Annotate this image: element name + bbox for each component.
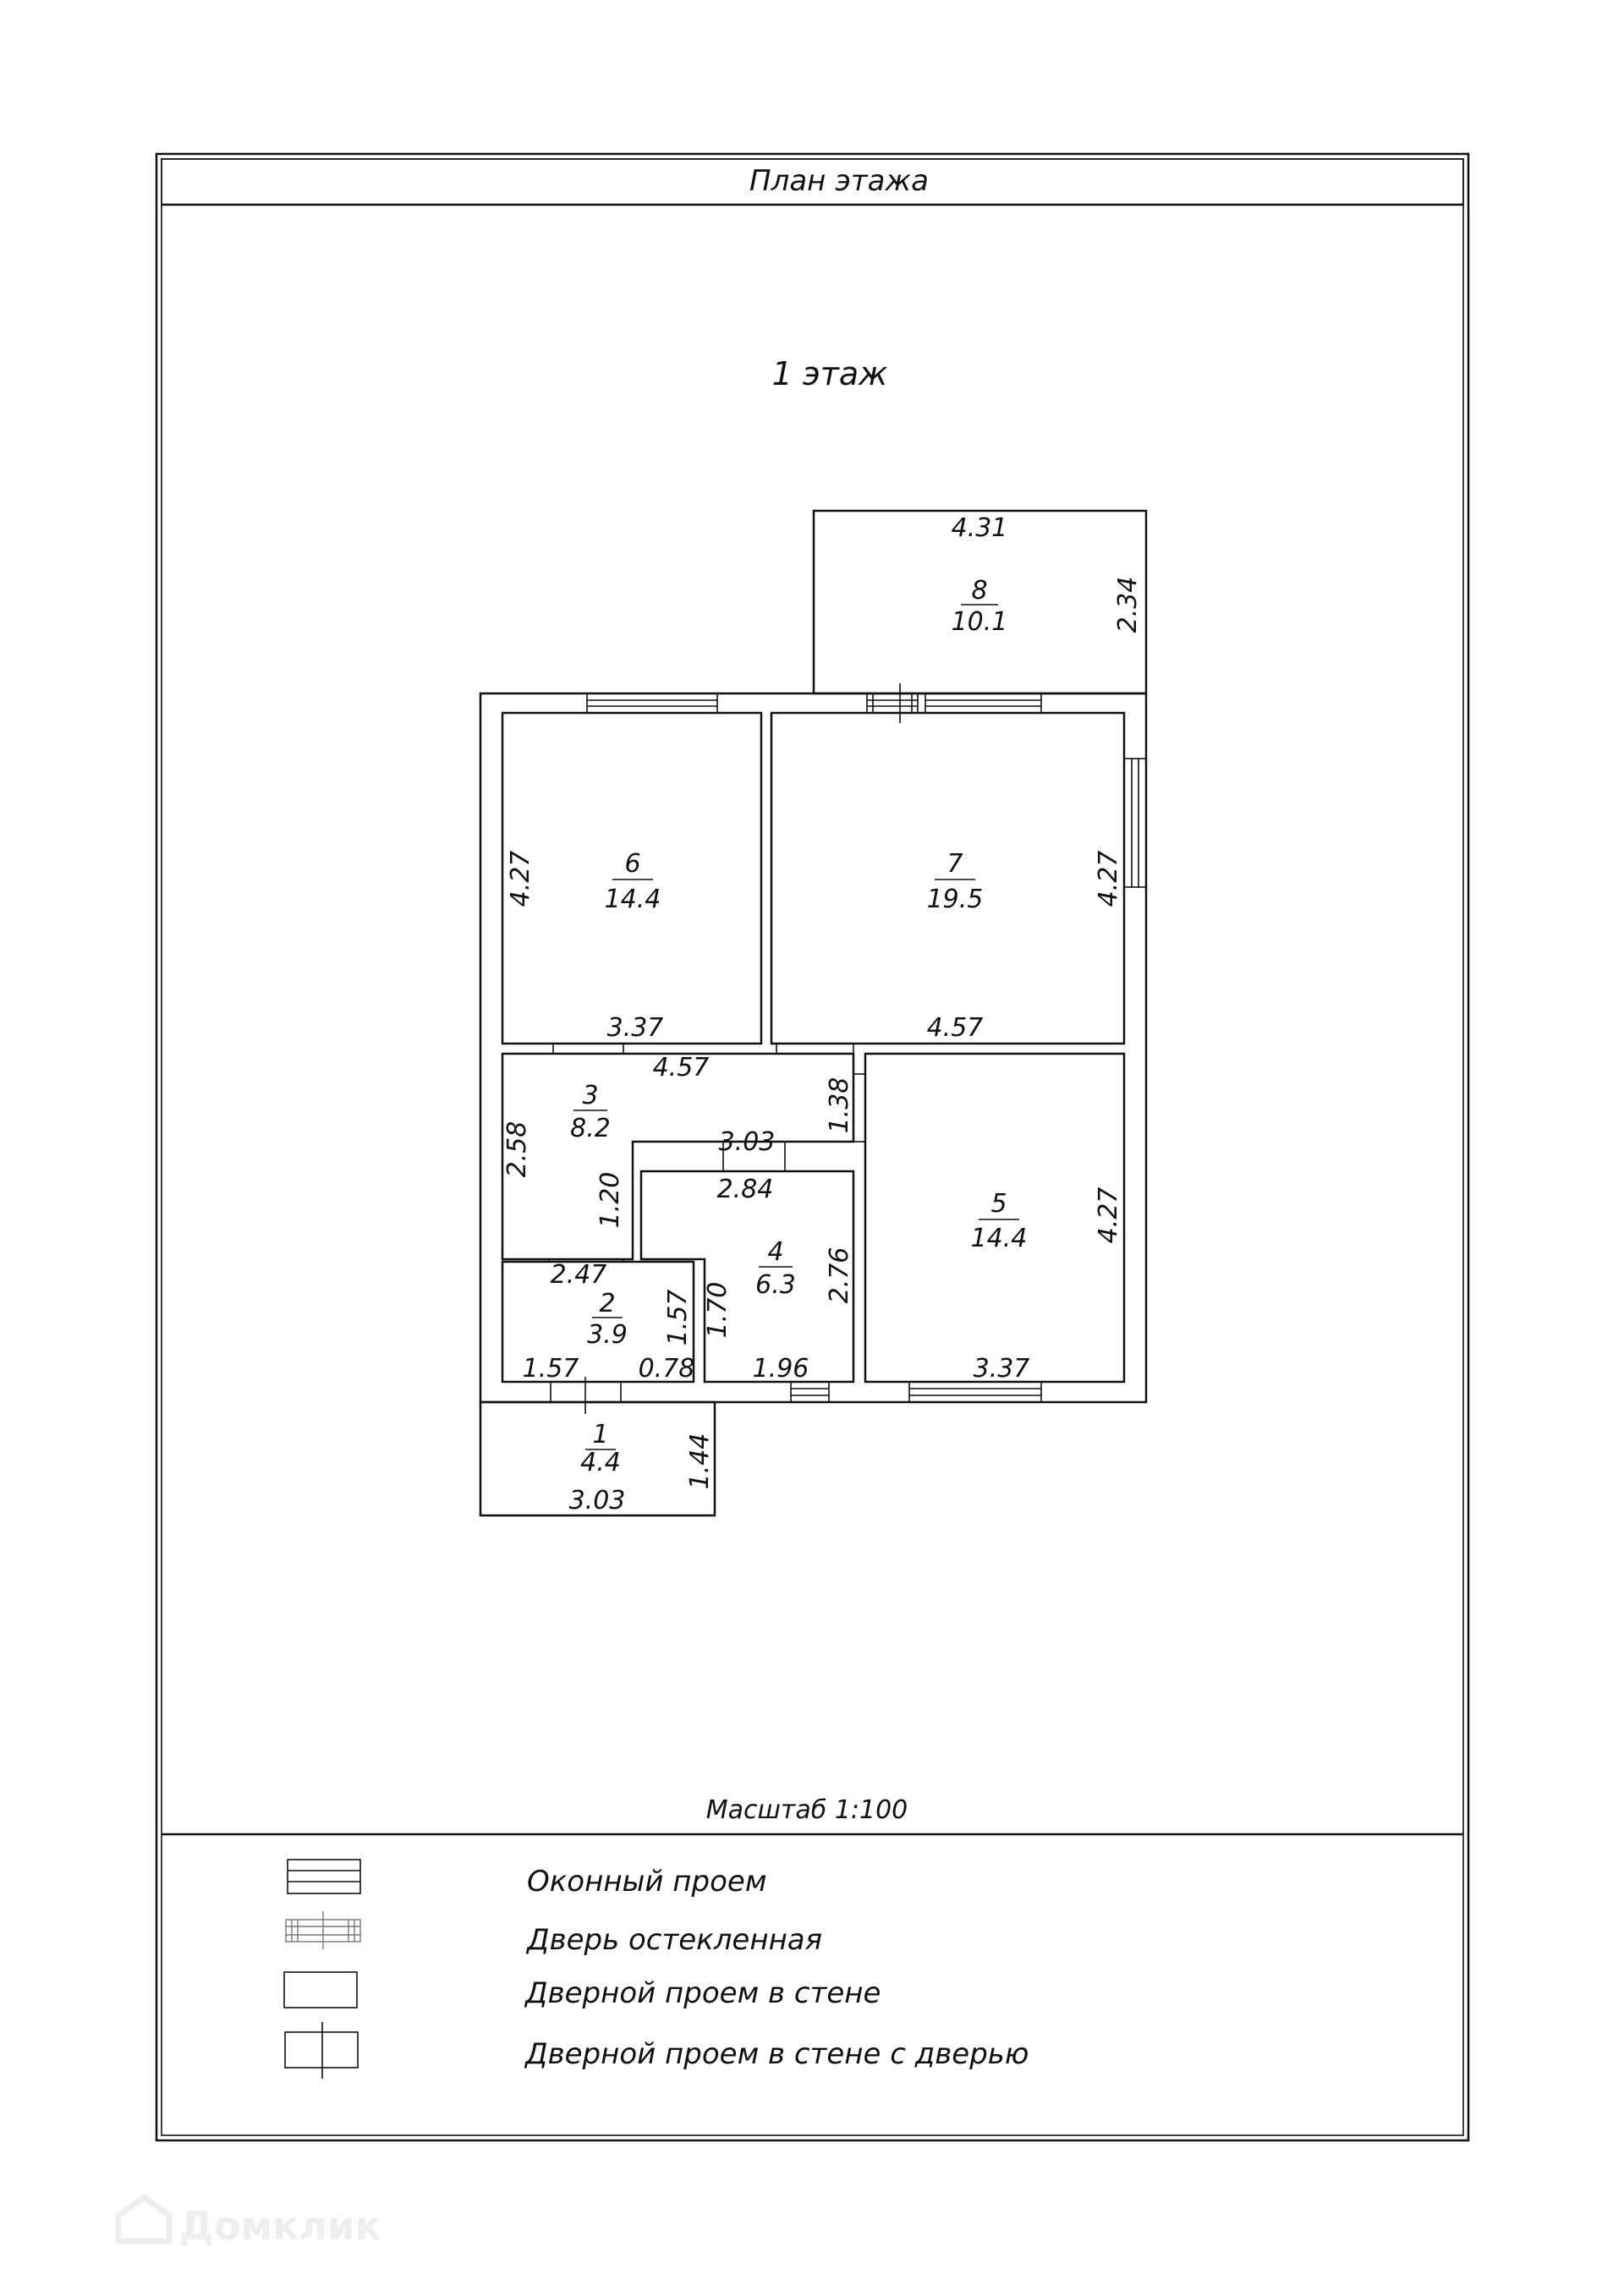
room-4-right: 2.76 [825,1247,854,1304]
room-3-number: 3 [582,1081,598,1110]
room-6-height: 4.27 [506,851,535,907]
room-1-depth: 1.44 [685,1433,715,1490]
room-2-top: 2.47 [551,1260,607,1290]
doorway-6-3 [552,1043,624,1055]
room-3-inner: 1.20 [595,1172,625,1229]
room-4: 2.84 4 6.3 2.76 1.70 1.96 [703,1175,854,1384]
walls [479,509,1148,1517]
room-2-number: 2 [599,1289,615,1318]
room-4-top: 2.84 [717,1175,774,1204]
watermark-text: Домклик [179,2203,381,2249]
room-5: 5 14.4 4.27 3.37 [971,1187,1123,1384]
room-8-number: 8 [971,576,987,606]
room-3-top: 4.57 [653,1053,710,1082]
room-3-area: 8.2 [570,1114,611,1143]
door-opening-with-door-icon [284,2022,359,2079]
room-3-right: 1.38 [825,1077,854,1134]
entrance-door [550,1377,622,1414]
room-1: 1 4.4 1.44 3.03 [569,1420,715,1515]
room-2-right: 1.57 [663,1290,693,1346]
legend-label-door-opening: Дверной проем в стене [524,1976,881,2010]
room-1-width: 3.03 [569,1486,626,1515]
window-opening-icon [287,1859,361,1894]
glazed-door-icon [285,1911,361,1949]
doorway-3-5 [853,1073,866,1143]
room-5-area: 14.4 [971,1224,1028,1253]
room-2-outline [501,1260,695,1384]
room-4-outline [639,1170,855,1384]
room-7-number: 7 [946,849,963,879]
scale-label: Масштаб 1:100 [706,1795,908,1825]
glazed-door-room-7 [866,683,919,723]
room-3: 4.57 3 8.2 2.58 1.38 3.03 1.20 [502,1053,854,1228]
room-3-left: 2.58 [502,1121,532,1178]
room-1-number: 1 [592,1420,608,1449]
room-5-height: 4.27 [1094,1187,1123,1244]
window-room-7-top [924,693,1042,714]
room-7: 7 19.5 4.27 4.57 [927,849,1123,1043]
house-logo-icon [115,2193,173,2244]
room-6-width: 3.37 [607,1013,664,1043]
room-8-depth: 2.34 [1113,577,1143,633]
room-4-number: 4 [767,1237,783,1267]
room-2-area: 3.9 [587,1320,628,1350]
building-outline [479,692,1148,1404]
window-room-7-right [1123,758,1147,888]
room-2-bottom-left: 1.57 [523,1354,579,1384]
door-opening-icon [283,1971,358,2008]
room-7-height: 4.27 [1094,851,1123,907]
legend-label-door-with-door: Дверной проем в стене с дверью [524,2037,1029,2071]
doorway-7-3 [776,1043,854,1055]
sheet-frame [155,152,1470,2142]
room-5-width: 3.37 [974,1354,1030,1384]
room-8-width: 4.31 [952,513,1008,543]
room-3-outline [501,1052,855,1261]
room-2-bottom-right: 0.78 [639,1354,695,1384]
room-6-area: 14.4 [605,885,661,914]
room-6-number: 6 [624,849,640,879]
room-4-area: 6.3 [755,1270,796,1300]
legend-label-window: Оконный проем [527,1865,767,1899]
legend: Оконный проем Дверь остекленная Дверной … [283,1859,1029,2079]
doorway-3-4 [722,1141,786,1172]
room-5-number: 5 [990,1189,1007,1219]
room-1-area: 4.4 [580,1448,621,1477]
watermark: Домклик [115,2193,381,2249]
room-4-left: 1.70 [703,1282,732,1339]
window-room-4 [790,1381,830,1403]
room-8: 4.31 8 10.1 2.34 [952,513,1143,637]
floor-label: 1 этаж [772,355,888,392]
room-7-width: 4.57 [927,1013,984,1043]
sheet-title: План этажа [749,164,929,198]
openings [548,683,1147,1414]
window-room-6 [586,693,718,714]
room-6: 6 14.4 4.27 3.37 [506,849,663,1043]
room-4-bottom: 1.96 [753,1354,809,1384]
room-7-area: 19.5 [927,885,984,914]
doorway-3-2 [548,1258,623,1263]
room-2: 2.47 2 3.9 1.57 1.57 0.78 [523,1260,695,1384]
legend-label-glazed-door: Дверь остекленная [525,1923,822,1957]
room-8-area: 10.1 [952,607,1008,637]
window-room-5 [908,1381,1042,1403]
room-3-bottom: 3.03 [719,1127,776,1157]
